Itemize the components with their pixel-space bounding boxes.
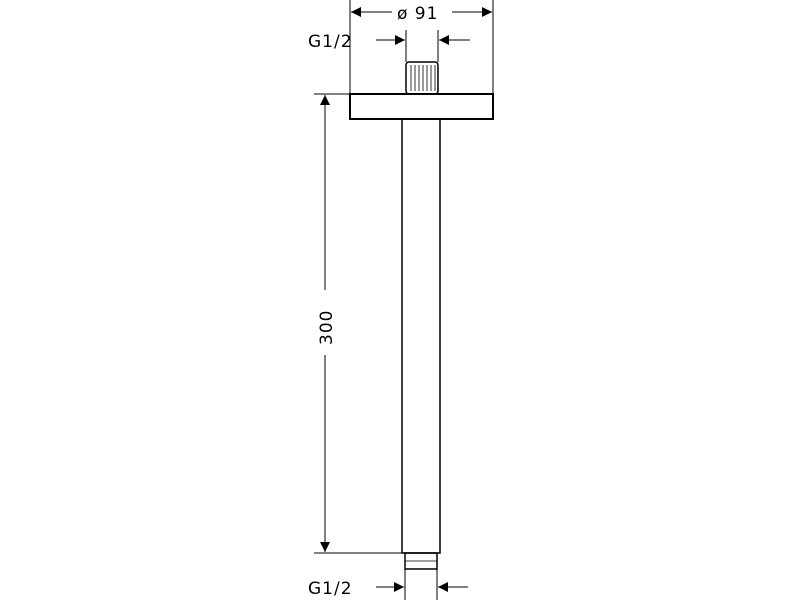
thread-lines — [410, 65, 436, 91]
top-thread-label: G1/2 — [308, 32, 353, 52]
shower-arm-part — [349, 61, 494, 570]
bottom-thread-label: G1/2 — [308, 579, 353, 599]
dimension-arm-length — [314, 93, 402, 554]
dimension-bottom-thread — [376, 569, 468, 600]
dimension-flange-diameter — [349, 0, 494, 94]
flange-diameter-label: ø 91 — [397, 4, 438, 24]
dimension-top-thread — [376, 30, 470, 62]
arm-length-label: 300 — [317, 310, 337, 345]
arm-tube — [401, 118, 441, 554]
ceiling-flange — [349, 93, 494, 120]
